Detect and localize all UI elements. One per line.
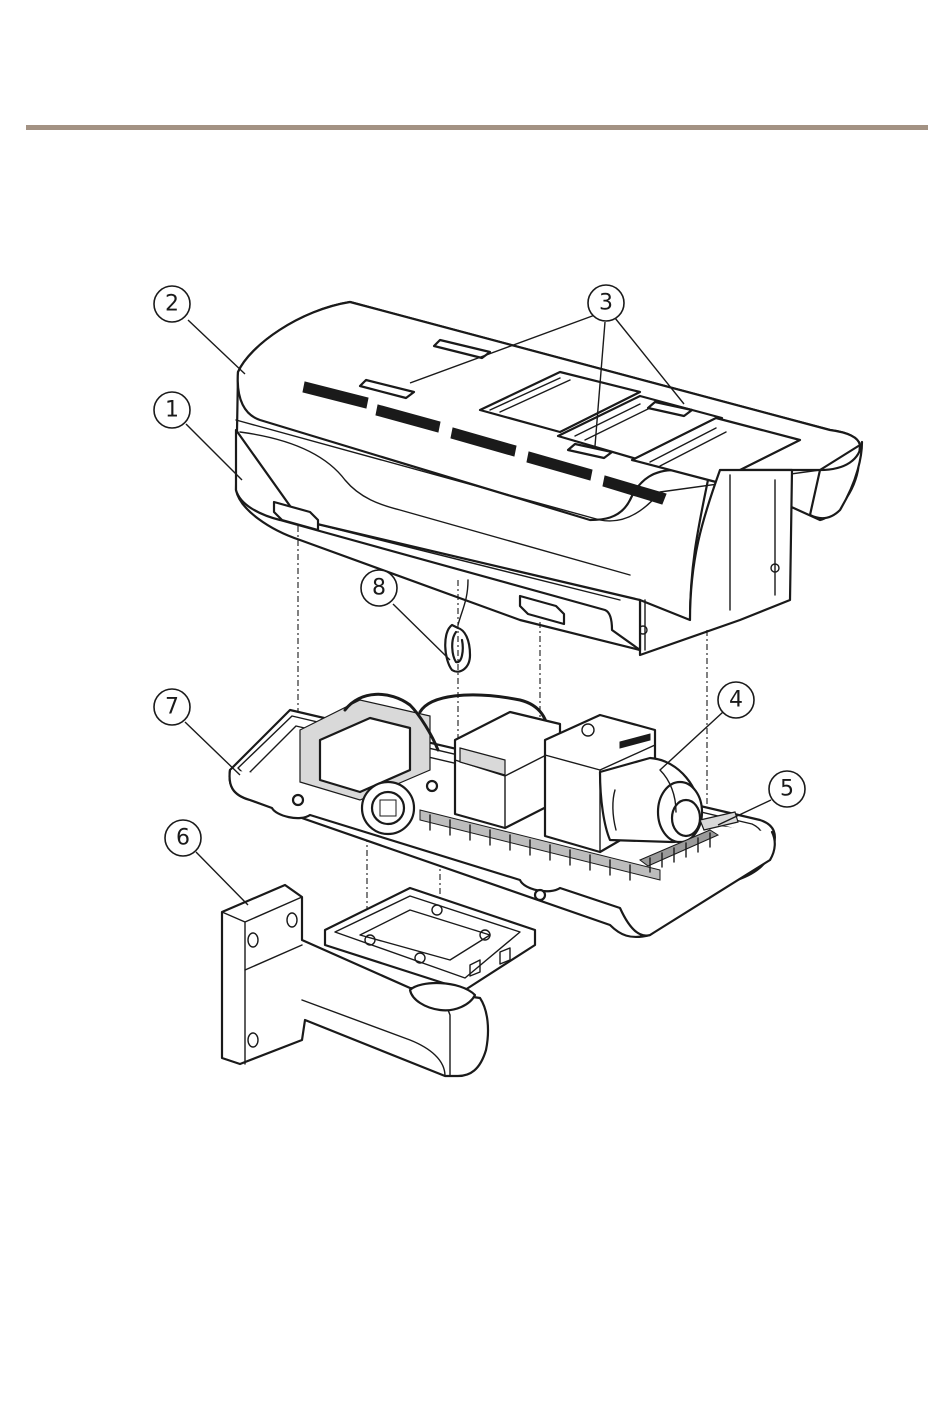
sunshield bbox=[236, 302, 862, 655]
callout-6: 6 bbox=[165, 820, 201, 856]
callout-1: 1 bbox=[154, 392, 190, 428]
callout-4: 4 bbox=[718, 682, 754, 718]
callout-6-label: 6 bbox=[176, 826, 190, 851]
callout-7-label: 7 bbox=[165, 695, 179, 720]
wall-bracket bbox=[222, 885, 535, 1076]
callout-5-label: 5 bbox=[780, 777, 794, 802]
callout-2: 2 bbox=[154, 286, 190, 322]
callout-4-label: 4 bbox=[729, 688, 743, 713]
callout-3-label: 3 bbox=[599, 291, 613, 316]
callout-1-label: 1 bbox=[165, 398, 179, 423]
callout-3: 3 bbox=[588, 285, 624, 321]
callout-5: 5 bbox=[769, 771, 805, 807]
callout-8-label: 8 bbox=[372, 576, 386, 601]
housing-base bbox=[230, 694, 775, 937]
callout-8: 8 bbox=[361, 570, 397, 606]
callout-2-label: 2 bbox=[165, 292, 179, 317]
callout-7: 7 bbox=[154, 689, 190, 725]
